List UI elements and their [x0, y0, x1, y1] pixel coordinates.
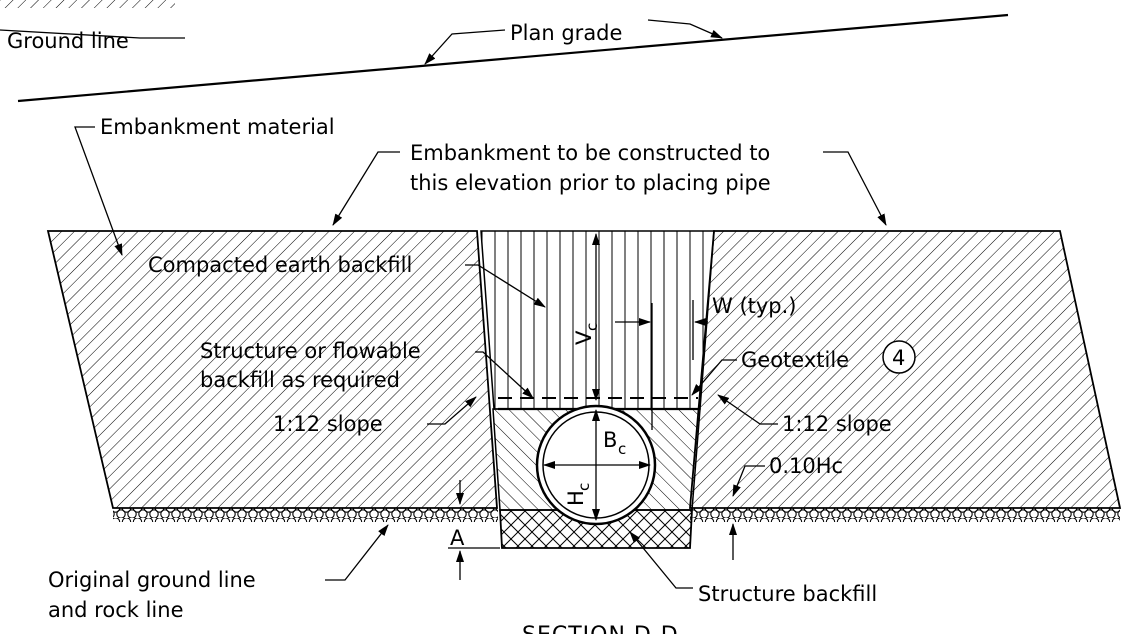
- svg-text:c: c: [575, 483, 593, 491]
- embankment-note-line1: Embankment to be constructed to: [410, 141, 770, 165]
- slope-right-label: 1:12 slope: [782, 412, 892, 436]
- section-title: SECTION D-D: [522, 623, 679, 634]
- svg-text:B: B: [603, 428, 617, 452]
- structure-backfill-label: Structure backfill: [698, 582, 877, 606]
- hc-label: H c: [564, 483, 593, 506]
- compacted-earth-backfill-label: Compacted earth backfill: [148, 253, 412, 277]
- svg-text:V: V: [572, 330, 596, 345]
- slope-left-label: 1:12 slope: [273, 412, 383, 436]
- dim-a-label: A: [450, 526, 465, 550]
- svg-text:c: c: [583, 323, 601, 331]
- ground-line-label: Ground line: [7, 29, 129, 53]
- hc-fraction-label: 0.10Hc: [769, 454, 843, 478]
- note-4-circle: [882, 340, 916, 374]
- embankment-left: [46, 230, 498, 509]
- original-ground-line2: and rock line: [48, 598, 184, 622]
- plan-grade-line: [17, 13, 1009, 103]
- vc-label: V c: [572, 323, 601, 345]
- w-typ-label: W (typ.): [712, 294, 797, 318]
- embankment-note-line2: this elevation prior to placing pipe: [410, 171, 771, 195]
- original-ground-line1: Original ground line: [48, 568, 256, 592]
- structure-flowable-line2: backfill as required: [200, 368, 400, 392]
- structure-flowable-line1: Structure or flowable: [200, 339, 421, 363]
- svg-text:H: H: [564, 490, 588, 506]
- geotextile-label: Geotextile: [741, 348, 849, 372]
- plan-grade-label: Plan grade: [510, 21, 622, 45]
- rock-layer: [113, 508, 1120, 522]
- svg-text:c: c: [618, 440, 626, 458]
- embankment-material-label: Embankment material: [100, 115, 335, 139]
- bc-label: B c: [603, 428, 626, 458]
- note-4-number: 4: [892, 346, 905, 370]
- top-left-hatch: [0, 0, 175, 8]
